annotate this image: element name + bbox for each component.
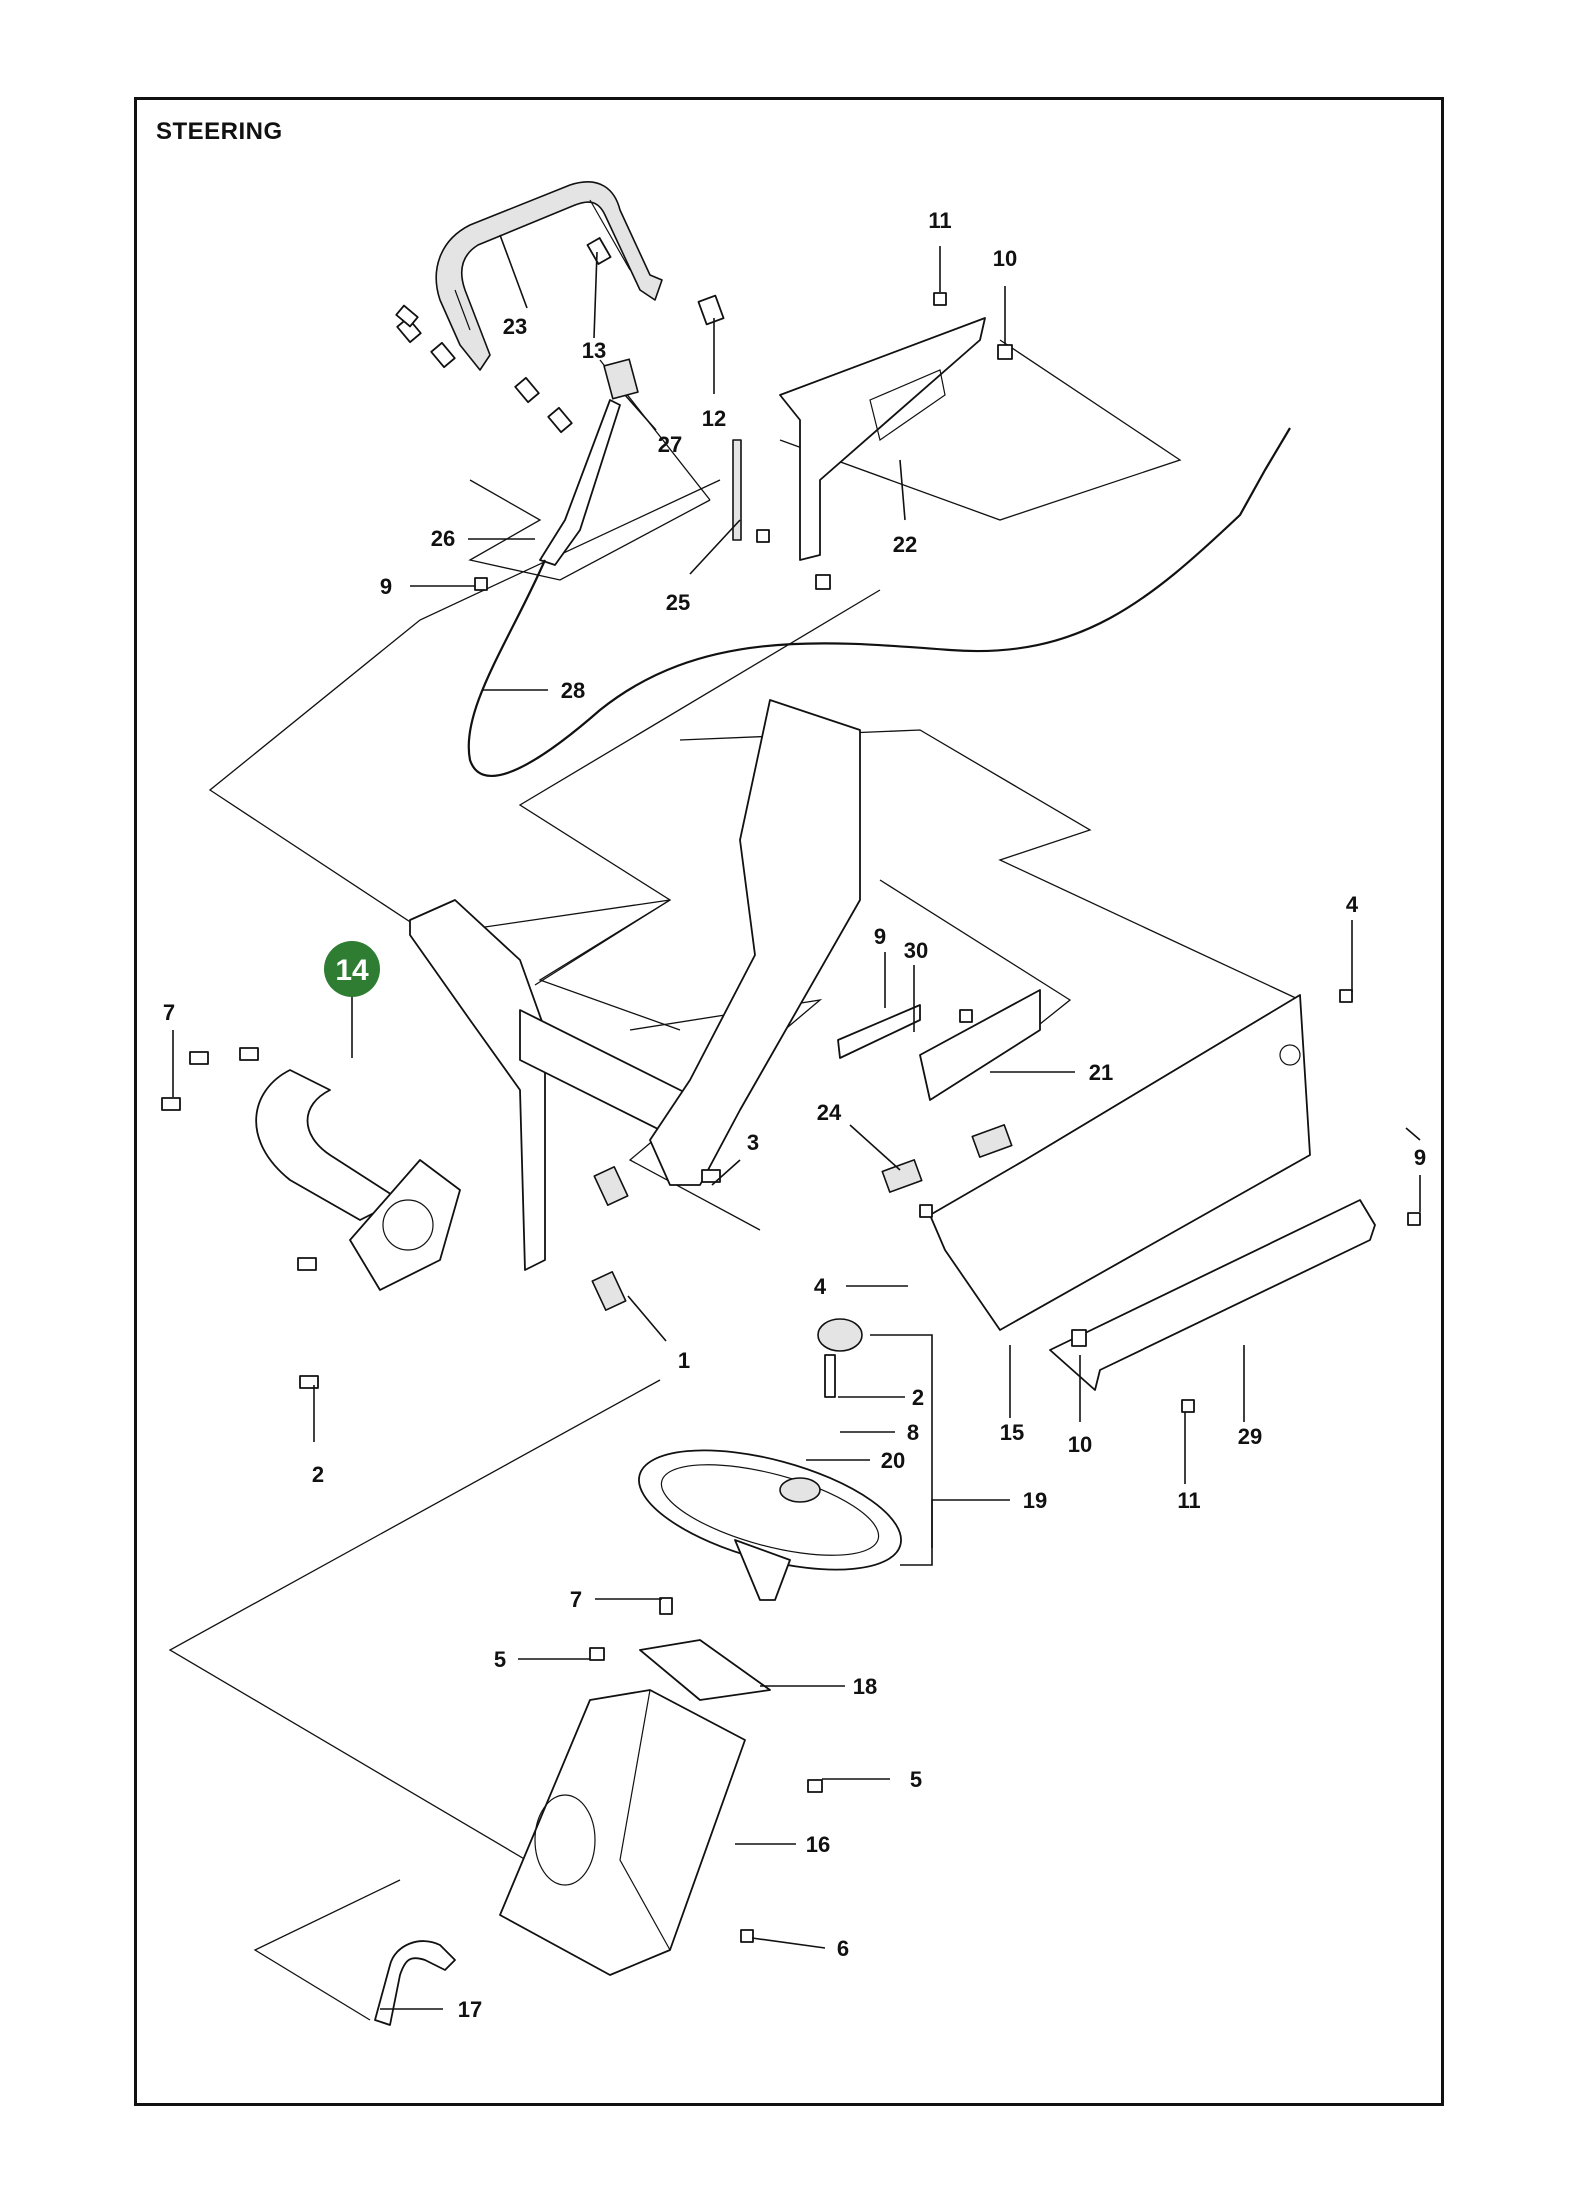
callout-22: 22 [893, 532, 917, 557]
callout-18: 18 [853, 1674, 877, 1699]
callout-15: 15 [1000, 1420, 1024, 1445]
callout-3: 3 [747, 1130, 759, 1155]
callout-27: 27 [658, 432, 682, 457]
spacer-parts [591, 1166, 629, 1311]
callout-16: 16 [806, 1832, 830, 1857]
callout-10-lower: 10 [1068, 1432, 1092, 1457]
steering-column-bracket-part [255, 899, 701, 1291]
placement-outlines [168, 339, 1301, 2021]
small-brackets-part [837, 989, 1041, 1193]
callout-labels: 23 13 11 10 12 27 22 26 9 25 28 4 9 30 7… [163, 208, 1426, 2022]
callout-25: 25 [666, 590, 690, 615]
callout-30: 30 [904, 938, 928, 963]
column-housing-part [499, 1689, 746, 1976]
callout-2-left: 2 [312, 1462, 324, 1487]
steering-wheel-part [638, 1318, 902, 1601]
callout-7-lower: 7 [570, 1587, 582, 1612]
callout-9-right: 9 [1414, 1145, 1426, 1170]
callout-11: 11 [928, 208, 951, 233]
callout-9-upper: 9 [380, 574, 392, 599]
callout-28: 28 [561, 678, 585, 703]
center-plate-part [649, 699, 861, 1186]
mount-plate-part [639, 1639, 771, 1701]
page-title: STEERING [156, 118, 283, 145]
callout-9-middle: 9 [874, 924, 886, 949]
callout-17: 17 [458, 1997, 482, 2022]
callout-7-left: 7 [163, 1000, 175, 1025]
rod-part [732, 439, 742, 541]
throttle-lever-part [539, 358, 639, 566]
handle-bracket-part [779, 317, 986, 561]
callout-8: 8 [907, 1420, 919, 1445]
callout-23: 23 [503, 314, 527, 339]
diagram-frame [134, 97, 1444, 2106]
wheel-cap-part [817, 1318, 863, 1352]
callout-20: 20 [881, 1448, 905, 1473]
callout-12: 12 [702, 406, 726, 431]
leader-lines [172, 234, 1421, 2010]
callout-1: 1 [678, 1348, 690, 1373]
callout-11-lower: 11 [1177, 1488, 1200, 1513]
fasteners [161, 292, 1421, 1943]
callout-6: 6 [837, 1936, 849, 1961]
callout-10: 10 [993, 246, 1017, 271]
callout-24: 24 [817, 1100, 842, 1125]
callout-13: 13 [582, 338, 606, 363]
highlight-label: 14 [335, 954, 369, 987]
callout-5-left: 5 [494, 1647, 506, 1672]
angle-rail-part [1049, 1199, 1376, 1391]
callout-2-middle: 2 [912, 1385, 924, 1410]
callout-26: 26 [431, 526, 455, 551]
handle-bolts [396, 237, 725, 434]
callout-4-right: 4 [1346, 892, 1359, 917]
callout-4-middle: 4 [814, 1274, 827, 1299]
bumper-24-part [881, 1159, 923, 1193]
highlight-callout-14: 14 [324, 941, 380, 1058]
throttle-cable-part [467, 427, 1291, 778]
callout-21: 21 [1089, 1060, 1113, 1085]
callout-5-right: 5 [910, 1767, 922, 1792]
u-bolt-part [374, 1940, 456, 2026]
callout-19: 19 [1023, 1488, 1047, 1513]
highlight-badge [324, 941, 380, 997]
grab-handle-part [435, 181, 663, 371]
callout-29: 29 [1238, 1424, 1262, 1449]
